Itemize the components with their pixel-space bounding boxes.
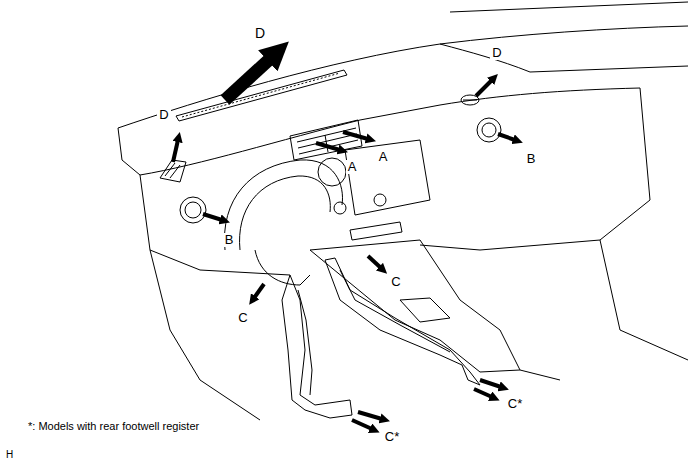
vent-letter: A bbox=[377, 150, 390, 164]
vent-letter: B bbox=[223, 233, 236, 247]
vent-letter: D bbox=[253, 26, 267, 41]
vent-letter: D bbox=[490, 46, 503, 60]
vent-letter: C* bbox=[383, 430, 401, 444]
vent-letter: C bbox=[236, 311, 249, 325]
vent-letter: C* bbox=[506, 397, 524, 411]
vent-letter: A bbox=[346, 160, 359, 174]
vent-letter: D bbox=[157, 108, 170, 122]
vent-letter: C bbox=[389, 275, 402, 289]
vent-letter: B bbox=[525, 152, 538, 166]
figure-code: H bbox=[4, 449, 15, 460]
footnote: *: Models with rear footwell register bbox=[26, 420, 201, 432]
